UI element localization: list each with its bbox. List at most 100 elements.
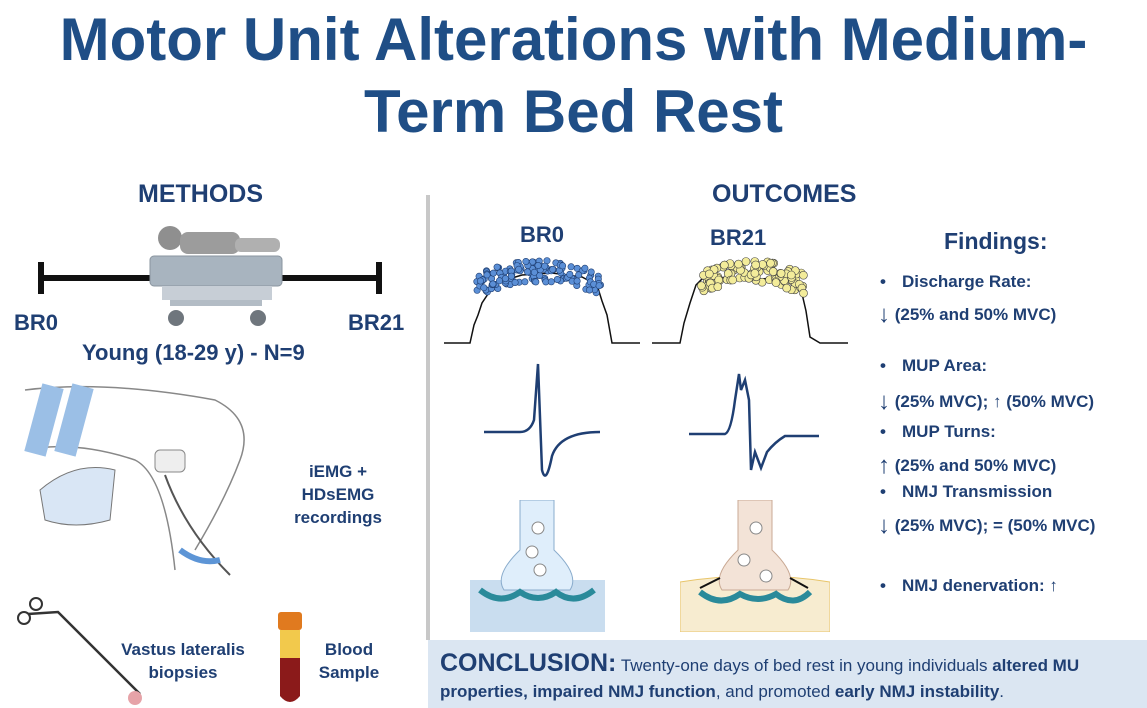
discharge-dot <box>524 268 532 276</box>
findings-heading: Findings: <box>944 228 1048 254</box>
finding-detail: (25% and 50% MVC) <box>894 456 1057 475</box>
conclusion-box: CONCLUSION: Twenty-one days of bed rest … <box>428 640 1147 708</box>
discharge-dot <box>489 280 497 288</box>
discharge-dot <box>799 288 808 298</box>
discharge-rate-br21-plot <box>652 257 848 344</box>
emg-recording-illustration <box>24 383 245 576</box>
discharge-dot <box>782 283 791 293</box>
discharge-dot <box>541 262 549 270</box>
section-divider <box>426 195 430 640</box>
finding-mup-turns: •MUP Turns: <box>880 422 996 441</box>
finding-discharge-rate-detail: ↓ (25% and 50% MVC) <box>878 301 1056 329</box>
discharge-dot <box>521 278 529 286</box>
discharge-dot <box>595 282 603 290</box>
conclusion-part: . <box>999 682 1005 701</box>
conclusion-emphasis: early NMJ instability <box>834 682 1000 701</box>
down-arrow-icon: ↓ <box>878 301 890 328</box>
discharge-dot <box>483 271 491 279</box>
finding-label: NMJ Transmission <box>902 482 1053 501</box>
discharge-dot <box>507 272 515 280</box>
poster-title: Motor Unit Alterations with Medium-Term … <box>59 6 1088 145</box>
discharge-dot <box>587 268 595 276</box>
discharge-dot <box>713 282 723 292</box>
discharge-dot <box>741 257 751 266</box>
discharge-dot <box>769 267 778 276</box>
nmj-illustration-br21 <box>680 500 830 632</box>
finding-mup-area-detail: ↓ (25% MVC); ↑ (50% MVC) <box>878 388 1094 416</box>
outcomes-br21-label: BR21 <box>710 225 767 250</box>
finding-label: MUP Area: <box>902 356 988 375</box>
outcomes-br0-label: BR0 <box>520 222 565 247</box>
blood-tube-icon <box>278 612 302 702</box>
discharge-dot <box>522 257 530 266</box>
discharge-dot <box>476 277 484 285</box>
discharge-dot <box>704 269 714 279</box>
finding-discharge-rate: •Discharge Rate: <box>880 272 1032 291</box>
conclusion-label: CONCLUSION: <box>440 649 617 677</box>
discharge-dot <box>566 270 574 278</box>
discharge-dot <box>720 260 729 270</box>
discharge-dot <box>547 278 555 286</box>
finding-mup-turns-detail: ↑ (25% and 50% MVC) <box>878 452 1056 480</box>
discharge-dot <box>501 275 509 283</box>
finding-label: Discharge Rate: <box>902 272 1032 291</box>
finding-nmj-denervation: •NMJ denervation: ↑ <box>880 576 1058 595</box>
conclusion-part: , and promoted <box>715 682 835 701</box>
finding-label: MUP Turns: <box>902 422 996 441</box>
down-arrow-icon: ↓ <box>878 512 890 539</box>
biopsy-label: Vastus lateralis biopsies <box>121 640 245 682</box>
finding-detail: (25% MVC); ↑ (50% MVC) <box>894 392 1095 411</box>
discharge-dot <box>573 277 581 285</box>
timeline-start-label: BR0 <box>14 310 59 335</box>
conclusion-part: Twenty-one days of bed rest in young ind… <box>620 656 993 675</box>
discharge-dot <box>728 275 737 285</box>
finding-detail: (25% MVC); = (50% MVC) <box>894 516 1096 535</box>
mup-waveform-br21 <box>689 373 819 472</box>
discharge-dot <box>553 275 561 283</box>
conclusion-text: CONCLUSION: Twenty-one days of bed rest … <box>440 650 1140 705</box>
conclusion-emphasis: altered MU properties, impaired NMJ func… <box>440 656 1080 701</box>
discharge-dot <box>559 262 567 270</box>
discharge-dot <box>534 262 542 270</box>
finding-nmj-transmission: •NMJ Transmission <box>880 482 1053 501</box>
outcomes-heading: OUTCOMES <box>712 180 857 208</box>
discharge-dot <box>766 258 775 268</box>
discharge-dot <box>511 278 519 286</box>
discharge-dot <box>697 281 706 291</box>
discharge-dot <box>776 269 786 278</box>
discharge-dot <box>750 268 760 278</box>
cohort-label: Young (18-29 y) - N=9 <box>82 340 305 365</box>
finding-mup-area: •MUP Area: <box>880 356 988 375</box>
discharge-dot <box>567 263 575 271</box>
discharge-dot <box>581 264 589 272</box>
discharge-dot <box>532 278 540 286</box>
discharge-dot <box>799 270 808 280</box>
discharge-dot <box>586 286 594 294</box>
biopsy-tool-icon <box>17 597 142 705</box>
discharge-dot <box>575 271 583 279</box>
finding-detail: (25% and 50% MVC) <box>894 305 1057 324</box>
down-arrow-icon: ↓ <box>878 388 890 415</box>
bed-rest-timeline <box>38 226 382 326</box>
finding-nmj-transmission-detail: ↓ (25% MVC); = (50% MVC) <box>878 512 1095 540</box>
discharge-dot <box>489 269 497 277</box>
discharge-dot <box>480 284 488 292</box>
discharge-dot <box>495 277 503 285</box>
discharge-dot <box>515 265 523 273</box>
discharge-dot <box>493 263 501 271</box>
discharge-dot <box>734 259 743 269</box>
methods-heading: METHODS <box>138 180 263 208</box>
discharge-rate-br0-plot <box>444 257 640 344</box>
discharge-dot <box>530 268 538 276</box>
timeline-end-label: BR21 <box>348 310 405 335</box>
discharge-dot <box>549 265 557 273</box>
recordings-label: iEMG + HDsEMG recordings <box>294 462 382 527</box>
up-arrow-icon: ↑ <box>878 452 890 479</box>
discharge-dot <box>771 278 781 287</box>
discharge-dot <box>751 260 760 270</box>
blood-sample-label: Blood Sample <box>318 640 380 682</box>
nmj-illustration-br0 <box>470 500 605 632</box>
mup-waveform-br0 <box>484 363 601 477</box>
finding-label: NMJ denervation: ↑ <box>902 576 1058 595</box>
discharge-dot <box>787 270 796 280</box>
